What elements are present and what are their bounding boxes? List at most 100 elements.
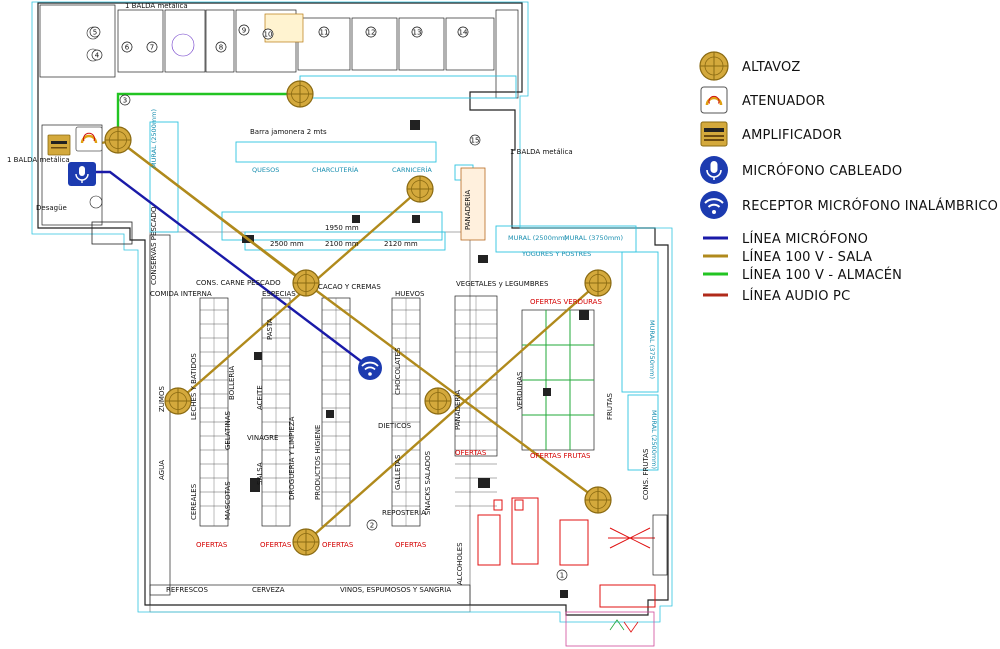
offer-label-fruits: OFERTAS FRUTAS xyxy=(530,452,591,460)
misc-label-desague: Desagüe xyxy=(36,204,67,212)
aisle-label-mascotas: MASCOTAS xyxy=(224,481,232,520)
aisle-label-frutas: FRUTAS xyxy=(606,392,614,420)
aisle-label-cons-carne: CONS. CARNE PESCADO xyxy=(196,279,281,287)
offer-label-2: OFERTAS xyxy=(260,541,292,549)
svg-text:3: 3 xyxy=(123,97,127,105)
mural-label-3: MURAL (3750mm) xyxy=(564,234,623,242)
number-marker: 15 xyxy=(469,134,481,146)
aisle-label-cereales: CEREALES xyxy=(190,483,198,520)
number-marker: 3 xyxy=(119,94,131,106)
aisle-label-refrescos: REFRESCOS xyxy=(166,586,208,594)
legend-label-atenuador: ATENUADOR xyxy=(742,94,825,109)
aisle-label-drogueria: DROGUERIA Y LIMPIEZA xyxy=(288,416,296,500)
aisle-label-cacao: CACAO Y CREMAS xyxy=(318,283,381,291)
mural-label-2: MURAL (2500mm) xyxy=(508,234,567,242)
number-marker: 12 xyxy=(365,26,377,38)
misc-label-barra: Barra jamonera 2 mts xyxy=(250,128,327,136)
speaker-icon xyxy=(164,387,192,415)
misc-label-balda-2: 1 BALDA metálica xyxy=(7,156,70,164)
speaker-icon xyxy=(406,175,434,203)
aisle-label-alcoholes: ALCOHOLES xyxy=(456,542,464,585)
svg-text:13: 13 xyxy=(413,29,422,37)
offer-label-3: OFERTAS xyxy=(322,541,354,549)
offer-label-4: OFERTAS xyxy=(395,541,427,549)
attenuator-on-plan xyxy=(75,126,103,152)
speaker-icon xyxy=(424,387,452,415)
legend-item-altavoz: ALTAVOZ xyxy=(699,51,801,81)
svg-text:6: 6 xyxy=(125,44,130,52)
top-label-charcuteria: CHARCUTERÍA xyxy=(312,165,359,174)
speaker-icon xyxy=(584,269,612,297)
svg-text:7: 7 xyxy=(150,44,154,52)
microphone-on-plan xyxy=(68,162,96,186)
legend-line-microfono: LÍNEA MICRÓFONO xyxy=(703,231,868,247)
panaderia-strip xyxy=(460,167,486,241)
counter-label-1: 2500 mm xyxy=(270,240,304,248)
number-marker: 4 xyxy=(91,49,103,61)
aisle-label-cons-frutas: CONS. FRUTAS xyxy=(642,448,650,500)
top-label-carniceria: CARNICERÍA xyxy=(392,165,432,174)
legend-item-amplificador: AMPLIFICADOR xyxy=(700,121,842,147)
misc-label-balda-1: 1 BALDA metálica xyxy=(125,2,188,10)
legend-line-label-sala: LÍNEA 100 V - SALA xyxy=(742,249,872,265)
legend-label-amplificador: AMPLIFICADOR xyxy=(742,128,842,143)
aisle-label-especias: ESPECIAS xyxy=(262,290,296,298)
mural-label-1: MURAL (2500mm) xyxy=(150,109,158,168)
speakers-on-plan xyxy=(104,80,612,556)
aisle-label-pasta: PASTA xyxy=(266,318,274,340)
entrance-doors xyxy=(91,221,655,647)
speaker-icon xyxy=(584,486,612,514)
number-marker: 8 xyxy=(215,41,227,53)
legend-line-label-almacen: LÍNEA 100 V - ALMACÉN xyxy=(742,267,902,283)
offer-label-veg: OFERTAS VERDURAS xyxy=(530,298,602,306)
aisle-label-aceite: ACEITE xyxy=(256,385,264,410)
svg-text:8: 8 xyxy=(219,44,223,52)
number-marker: 2 xyxy=(366,519,378,531)
legend-line-almacen: LÍNEA 100 V - ALMACÉN xyxy=(703,267,902,283)
top-label-yogures: YOGURES Y POSTRES xyxy=(521,250,591,258)
aisle-label-comida: COMIDA INTERNA xyxy=(150,290,212,298)
aisle-label-snacks: SNACKS SALADOS xyxy=(424,450,432,515)
legend-label-receptor: RECEPTOR MICRÓFONO INALÁMBRICO xyxy=(742,198,998,214)
back-rooms xyxy=(39,4,519,226)
svg-text:10: 10 xyxy=(264,31,273,39)
cyan-outline xyxy=(31,1,673,623)
counter-label-4: 2100 mm xyxy=(325,240,359,248)
speaker-icon xyxy=(286,80,314,108)
legend-line-label-audio-pc: LÍNEA AUDIO PC xyxy=(742,288,850,304)
aisle-label-vinagre: VINAGRE xyxy=(247,434,278,442)
aisle-label-higiene: PRODUCTOS HIGIENE xyxy=(314,425,322,500)
svg-text:1: 1 xyxy=(560,572,564,580)
mural-label-4: MURAL (3750mm) xyxy=(648,320,656,379)
legend: ALTAVOZ ATENUADOR AMPLIFICADOR xyxy=(699,51,998,304)
number-marker: 1 xyxy=(556,569,568,581)
aisle-label-leches: LECHES Y BATIDOS xyxy=(190,353,198,420)
aisle-label-bolleria: BOLLERÍA xyxy=(227,366,236,400)
svg-text:12: 12 xyxy=(367,29,376,37)
aisle-label-panaderia: PANADERÍA xyxy=(453,390,462,430)
svg-text:15: 15 xyxy=(471,137,480,145)
counter-label-3: 2120 mm xyxy=(384,240,418,248)
aisle-label-agua: AGUA xyxy=(158,460,166,480)
wireless-receiver-icon xyxy=(700,191,728,219)
microphone-icon xyxy=(700,156,728,184)
number-marker: 10 xyxy=(262,28,274,40)
top-label-quesos: QUESOS xyxy=(252,166,279,174)
svg-text:2: 2 xyxy=(370,522,374,530)
legend-label-altavoz: ALTAVOZ xyxy=(742,60,801,75)
aisle-label-huevos: HUEVOS xyxy=(395,290,425,298)
aisle-label-vinos: VINOS, ESPUMOSOS Y SANGRIA xyxy=(340,586,451,594)
offer-label-1: OFERTAS xyxy=(196,541,228,549)
speaker-icon xyxy=(699,51,729,81)
svg-text:4: 4 xyxy=(95,52,100,60)
speaker-icon xyxy=(292,269,320,297)
attenuator-icon xyxy=(700,86,728,114)
aisle-label-verduras: VERDURAS xyxy=(516,371,524,410)
aisle-label-conservas: CONSERVAS PESCADO xyxy=(150,206,158,285)
legend-item-receptor: RECEPTOR MICRÓFONO INALÁMBRICO xyxy=(700,191,998,219)
legend-item-atenuador: ATENUADOR xyxy=(700,86,825,114)
misc-label-balda-3: 1 BALDA metálica xyxy=(510,148,573,156)
svg-text:11: 11 xyxy=(320,29,329,37)
